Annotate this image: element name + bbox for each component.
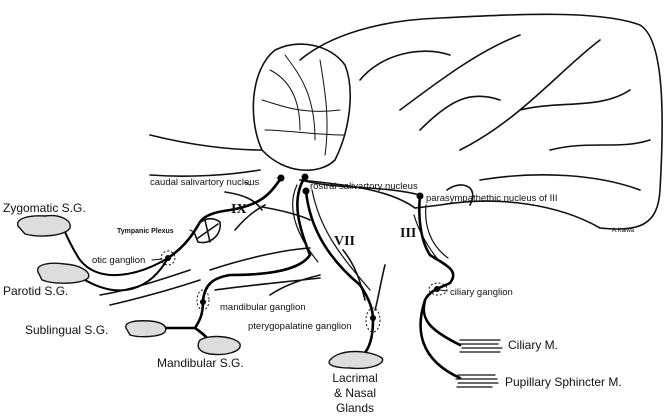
- parotid-label: Parotid S.G.: [3, 284, 68, 298]
- caudal-nucleus-label: caudal salivartory nucleus: [150, 177, 260, 188]
- sublingual-label: Sublingual S.G.: [25, 323, 108, 337]
- cerebrum-gyri: [359, 34, 651, 206]
- artist-signature: A.Kalwa: [612, 228, 635, 234]
- sublingual-gland: [125, 320, 167, 338]
- otic-ganglion-dot: [165, 255, 171, 261]
- cerebellum-folia: [261, 54, 346, 156]
- nerve-ix: [166, 176, 283, 260]
- pterygopalatine-ganglion-label: pterygopalatine ganglion: [248, 321, 352, 332]
- brainstem: [149, 134, 421, 196]
- ciliary-muscle-label: Ciliary M.: [508, 338, 558, 352]
- tympanic-plexus: [193, 218, 221, 244]
- mandibular-ganglion-outline: [196, 289, 210, 311]
- oculomotor-nucleus-label: parasympathethic nucleus of III: [426, 193, 558, 204]
- zygomatic-label: Zygomatic S.G.: [3, 201, 86, 215]
- nerve-ix-label: IX: [231, 202, 247, 217]
- rostral-nucleus-label: rostral salivartory nucleus: [310, 181, 418, 192]
- otic-ganglion-label: otic ganglion: [92, 255, 145, 266]
- tympanic-plexus-label: Tympanic Plexus: [117, 228, 174, 235]
- oculomotor-nucleus-dot: [416, 192, 424, 200]
- pterygopalatine-ganglion-dot: [370, 315, 376, 321]
- zygomatic-gland: [16, 214, 71, 237]
- mandibular-ganglion-dot: [200, 299, 206, 305]
- rostral-nucleus-dot: [301, 173, 309, 181]
- nerve-parotid: [84, 257, 169, 292]
- ciliary-ganglion-dot: [434, 286, 440, 292]
- lacrimal-label-2: & Nasal: [334, 386, 376, 400]
- nerve-vii-label: VII: [334, 234, 355, 249]
- nerve-iii: [418, 194, 462, 380]
- pupillary-label: Pupillary Sphincter M.: [505, 375, 622, 389]
- pupillary-sphincter-muscle: [455, 374, 499, 388]
- otic-ganglion-outline: [160, 250, 176, 266]
- cerebrum-outline: [299, 13, 663, 230]
- leader-lines: [151, 177, 448, 292]
- ciliary-ganglion-outline: [428, 282, 448, 296]
- pterygopalatine-ganglion-outline: [365, 307, 381, 333]
- cerebellum: [252, 43, 351, 171]
- mandibular-sg-label: Mandibular S.G.: [157, 356, 244, 370]
- nerve-iii-label: III: [400, 226, 416, 241]
- lacrimal-label-3: Glands: [336, 401, 374, 415]
- mandibular-ganglion-label: mandibular ganglion: [220, 302, 306, 313]
- lacrimal-gland: [328, 350, 384, 370]
- ciliary-muscle: [457, 339, 503, 353]
- parotid-gland: [36, 262, 90, 284]
- nerve-vii-ptery: [304, 189, 375, 357]
- ciliary-ganglion-label: ciliary ganglion: [450, 287, 513, 298]
- nerve-zygomatic: [61, 224, 169, 277]
- rostral-nucleus-dot-2: [302, 187, 310, 195]
- nerve-sheaths: [292, 184, 449, 291]
- mandibular-gland: [197, 335, 241, 356]
- lacrimal-label-1: Lacrimal: [332, 371, 377, 385]
